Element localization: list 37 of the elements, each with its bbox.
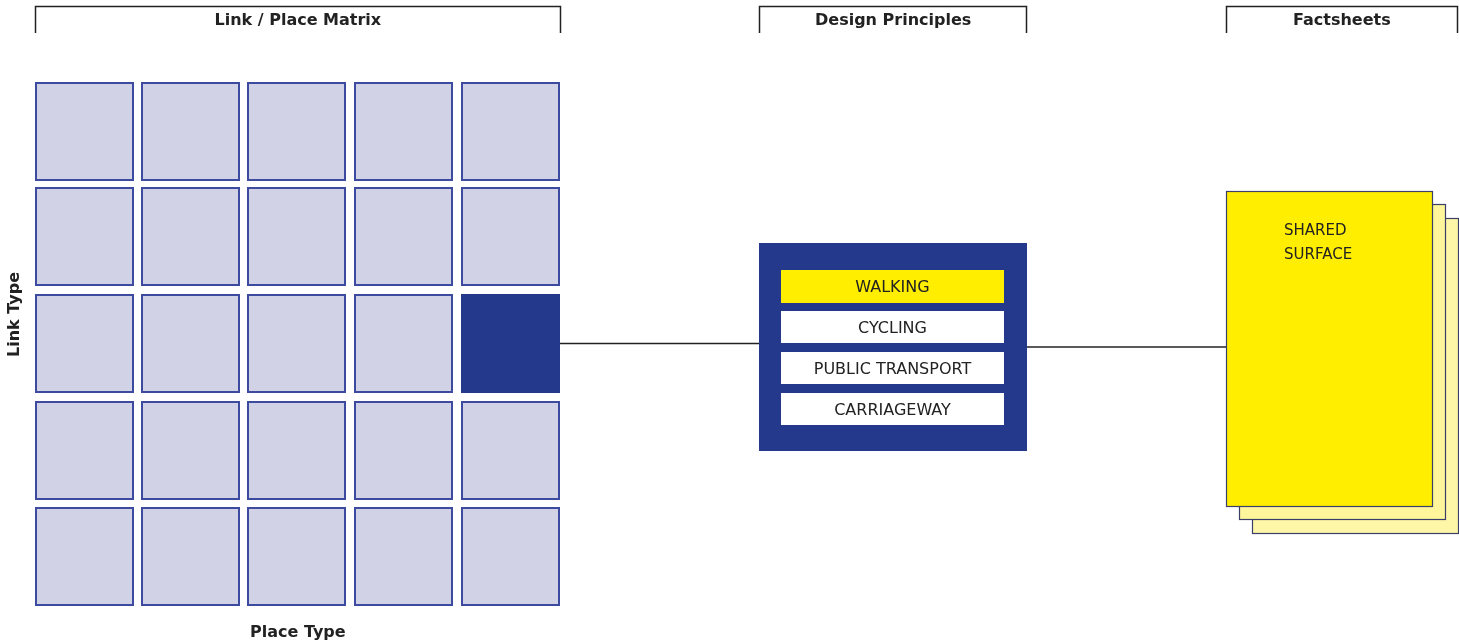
matrix-cell (354, 294, 453, 393)
highlighted-matrix-cell (461, 294, 560, 393)
connector-line (1026, 346, 1227, 348)
matrix-cell (141, 187, 240, 286)
matrix-cell (354, 82, 453, 181)
matrix-cell (247, 507, 346, 606)
principle-row: PUBLIC TRANSPORT (781, 352, 1004, 384)
matrix-cell (354, 401, 453, 500)
matrix-cell (461, 401, 560, 500)
matrix-cell (247, 82, 346, 181)
principle-row: CARRIAGEWAY (781, 393, 1004, 425)
axis-label: Place Type (250, 622, 346, 641)
section-heading: Factsheets (1293, 10, 1391, 29)
matrix-cell (247, 187, 346, 286)
matrix-cell (461, 507, 560, 606)
matrix-cell (247, 294, 346, 393)
matrix-cell (141, 82, 240, 181)
matrix-cell (354, 187, 453, 286)
matrix-cell (35, 294, 134, 393)
axis-label: Link Type (4, 271, 23, 357)
connector-line (559, 342, 760, 345)
matrix-cell (35, 82, 134, 181)
section-heading: Link / Place Matrix (214, 10, 382, 29)
matrix-cell (141, 507, 240, 606)
design-principles-panel (759, 243, 1027, 451)
matrix-cell (247, 401, 346, 500)
matrix-cell (461, 82, 560, 181)
matrix-cell (35, 507, 134, 606)
matrix-cell (354, 507, 453, 606)
section-heading: Design Principles (815, 10, 972, 29)
matrix-cell (35, 401, 134, 500)
matrix-cell (141, 294, 240, 393)
matrix-cell (35, 187, 134, 286)
matrix-cell (141, 401, 240, 500)
matrix-cell (461, 187, 560, 286)
principle-row: WALKING (781, 270, 1004, 303)
principle-row: CYCLING (781, 311, 1004, 343)
